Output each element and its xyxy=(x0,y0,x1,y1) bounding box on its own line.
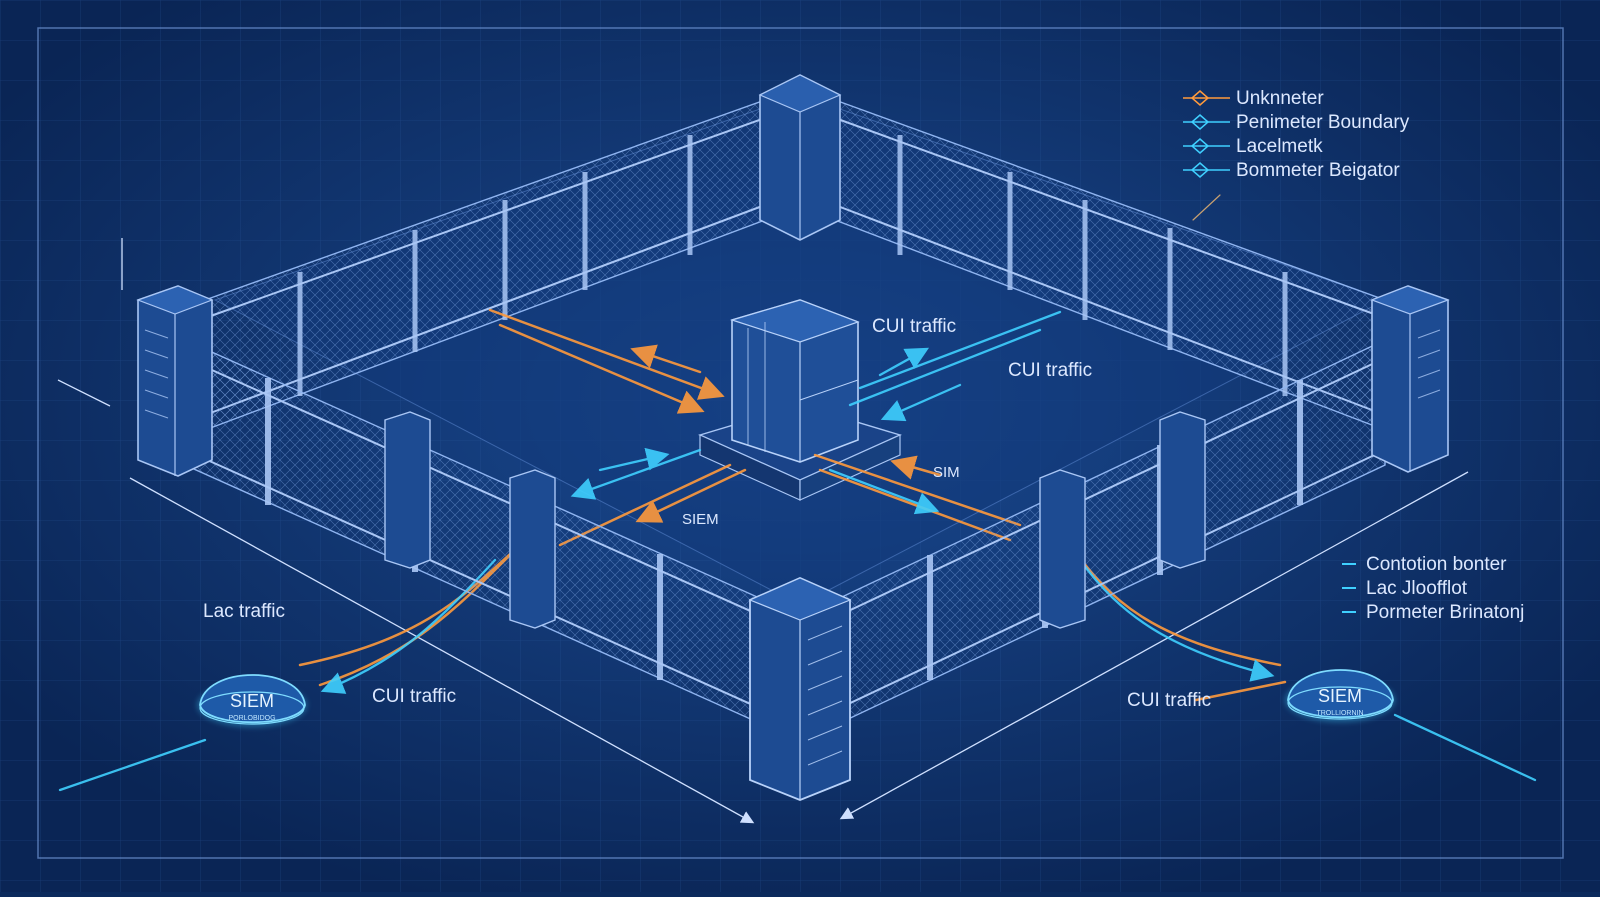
label-cui-right-bottom: CUI traffic xyxy=(1127,690,1211,711)
siem-right-title: SIEM xyxy=(1318,686,1362,706)
label-cui-left-bottom: CUI traffic xyxy=(372,686,456,707)
diamond-icon xyxy=(1190,138,1210,154)
gate-posts xyxy=(384,411,1206,629)
label-lac-traffic: Lac traffic xyxy=(203,601,285,622)
legend-bottom-label: Lac Jloofflot xyxy=(1366,578,1468,599)
tower-right xyxy=(1370,285,1450,473)
legend-top-item: Penimeter Boundary xyxy=(1183,112,1410,133)
legend-top-label: Bommeter Beigator xyxy=(1236,160,1400,181)
label-sim: SIM xyxy=(933,464,960,481)
legend-top-item: Bommeter Beigator xyxy=(1183,160,1400,181)
tower-back xyxy=(758,74,842,241)
legend-bottom-item: Pormeter Brinatonj xyxy=(1342,602,1524,623)
diamond-icon xyxy=(1190,114,1210,130)
label-cui-right: CUI traffic xyxy=(1008,360,1092,381)
siem-left-title: SIEM xyxy=(230,691,274,711)
siem-node-left xyxy=(197,674,307,727)
label-cui-center: CUI traffic xyxy=(872,316,956,337)
frame-border xyxy=(37,27,1564,859)
legend-top-label: Penimeter Boundary xyxy=(1236,112,1410,133)
legend-top-item: Unknneter xyxy=(1183,88,1324,109)
tower-front xyxy=(748,577,852,801)
siem-right-subtitle: TROLLIORNIN xyxy=(1316,710,1363,717)
dimension-lines xyxy=(57,238,1469,824)
legend-bottom-label: Pormeter Brinatonj xyxy=(1366,602,1524,623)
legend-bottom-label: Contotion bonter xyxy=(1366,554,1507,575)
legend-top-label: Lacelmetk xyxy=(1236,136,1323,157)
siem-node-right xyxy=(1285,669,1395,722)
tower-left xyxy=(136,285,214,477)
legend-bottom-item: Lac Jloofflot xyxy=(1342,578,1468,599)
siem-left-subtitle: PORLOBIDOG xyxy=(228,715,275,722)
diamond-icon xyxy=(1190,162,1210,178)
legend-bottom-item: Contotion bonter xyxy=(1342,554,1507,575)
diamond-icon xyxy=(1190,90,1210,106)
legend-top-label: Unknneter xyxy=(1236,88,1324,109)
label-siem-center: SIEM xyxy=(682,511,719,528)
fence-back-right xyxy=(834,99,1386,432)
legend-top-item: Lacelmetk xyxy=(1183,136,1323,157)
